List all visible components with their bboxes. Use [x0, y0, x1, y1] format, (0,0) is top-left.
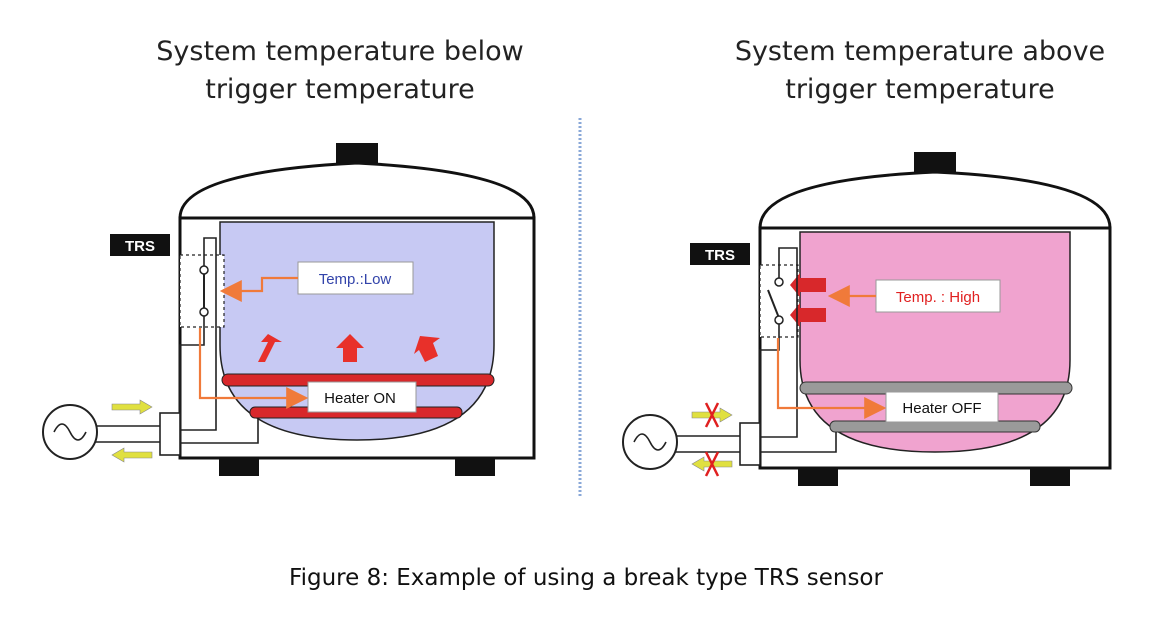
right-heat-arrow-2	[790, 303, 826, 327]
right-cooker: TRS Temp. : High Heater OFF	[622, 152, 1112, 486]
left-temp-label: Temp.:Low	[319, 271, 392, 288]
right-cross-in-icon	[704, 402, 720, 428]
left-sine-wave	[53, 423, 87, 441]
right-title-line2: trigger temperature	[785, 74, 1055, 105]
left-flow-arrow-in	[111, 399, 153, 415]
right-lid-knob	[914, 152, 956, 172]
left-heat-arrow-2	[336, 334, 364, 362]
left-panel-title: System temperature below trigger tempera…	[130, 33, 550, 109]
right-cross-out-icon	[704, 451, 720, 477]
right-lid	[758, 170, 1112, 230]
right-heat-arrow-1	[790, 273, 826, 297]
right-switch-terminal-bottom	[774, 315, 784, 325]
left-heat-arrow-1	[258, 334, 282, 362]
right-wire-top	[760, 247, 798, 438]
left-heat-arrow-3	[414, 336, 440, 362]
right-trs-label: TRS	[705, 247, 735, 264]
left-wire-top	[180, 237, 217, 431]
left-heater-box	[307, 381, 417, 413]
right-sine-wave	[633, 433, 667, 451]
right-temp-label: Temp. : High	[896, 289, 980, 306]
left-wire-bottom	[179, 316, 259, 444]
right-heater-arrow	[776, 338, 887, 419]
right-temp-box	[875, 279, 1001, 313]
left-title-line1: System temperature below	[156, 36, 524, 67]
figure-caption: Figure 8: Example of using a break type …	[289, 565, 883, 591]
left-foot-left	[219, 458, 259, 476]
right-plug	[739, 422, 761, 466]
right-switch-contact	[767, 289, 780, 319]
left-switch-terminal-bottom	[199, 307, 209, 317]
right-heater-box	[885, 391, 999, 423]
left-foot-right	[455, 458, 495, 476]
left-flow-arrow-out	[111, 447, 153, 463]
left-cooker: TRS Temp.:Low Heater ON	[42, 143, 536, 476]
left-trs-tag	[110, 234, 170, 256]
left-plug	[159, 412, 181, 456]
left-temp-arrow	[219, 276, 298, 302]
left-lid-knob	[336, 143, 378, 163]
right-heater-bottom	[829, 420, 1041, 433]
left-temp-box	[297, 261, 414, 295]
left-lid	[178, 161, 536, 220]
right-panel-title: System temperature above trigger tempera…	[705, 33, 1135, 109]
left-trs-label: TRS	[125, 238, 155, 255]
right-trs-tag	[690, 243, 750, 265]
right-foot-left	[798, 468, 838, 486]
left-title-line2: trigger temperature	[205, 74, 475, 105]
right-switch-terminal-top	[774, 277, 784, 287]
left-heater-label: Heater ON	[324, 390, 396, 407]
right-heater-label: Heater OFF	[902, 400, 981, 417]
right-title-line1: System temperature above	[734, 36, 1106, 67]
left-heater-arrow	[198, 328, 309, 409]
left-switch-terminal-top	[199, 265, 209, 275]
right-foot-right	[1030, 468, 1070, 486]
